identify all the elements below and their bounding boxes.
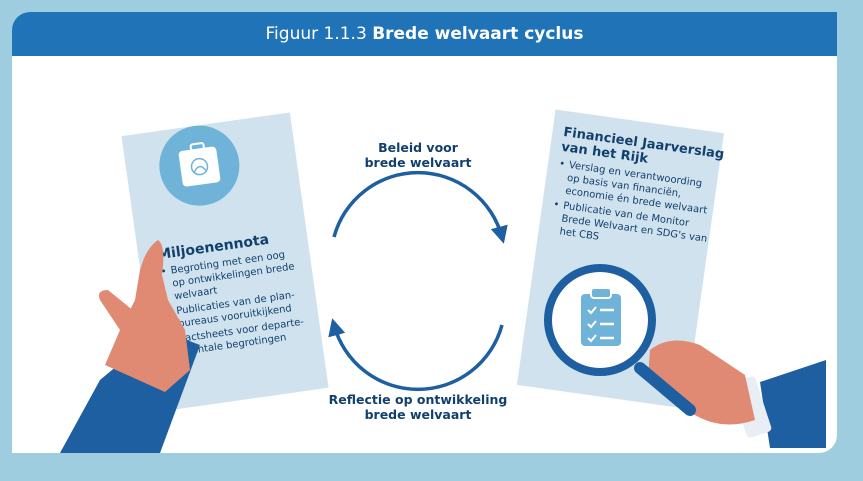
cycle-bottom-label-line-1: Reflectie op ontwikkeling	[329, 392, 508, 407]
left-hand-illustration	[60, 240, 200, 453]
cycle-arrow-bottom	[328, 318, 504, 392]
briefcase-icon	[159, 125, 240, 206]
cycle-top-label-line-1: Beleid voor	[378, 140, 459, 155]
jaarverslag-bullet-2-line-3: het CBS	[559, 226, 600, 242]
figure-title: Brede welvaart cyclus	[372, 24, 584, 44]
figure-number: Figuur 1.1.3	[265, 24, 367, 44]
miljoenennota-document: Miljoenennota • Begroting met een oog op…	[121, 112, 329, 412]
clipboard-checklist-icon	[581, 287, 621, 346]
cycle-bottom-label-line-2: brede welvaart	[365, 407, 472, 422]
svg-text:•: •	[558, 159, 565, 171]
cycle-arrow-top	[332, 170, 508, 244]
svg-text:•: •	[160, 266, 167, 278]
figure-header: Figuur 1.1.3 Brede welvaart cyclus	[12, 12, 837, 56]
cycle-top-label-line-2: brede welvaart	[365, 155, 472, 170]
svg-text:•: •	[553, 199, 560, 211]
